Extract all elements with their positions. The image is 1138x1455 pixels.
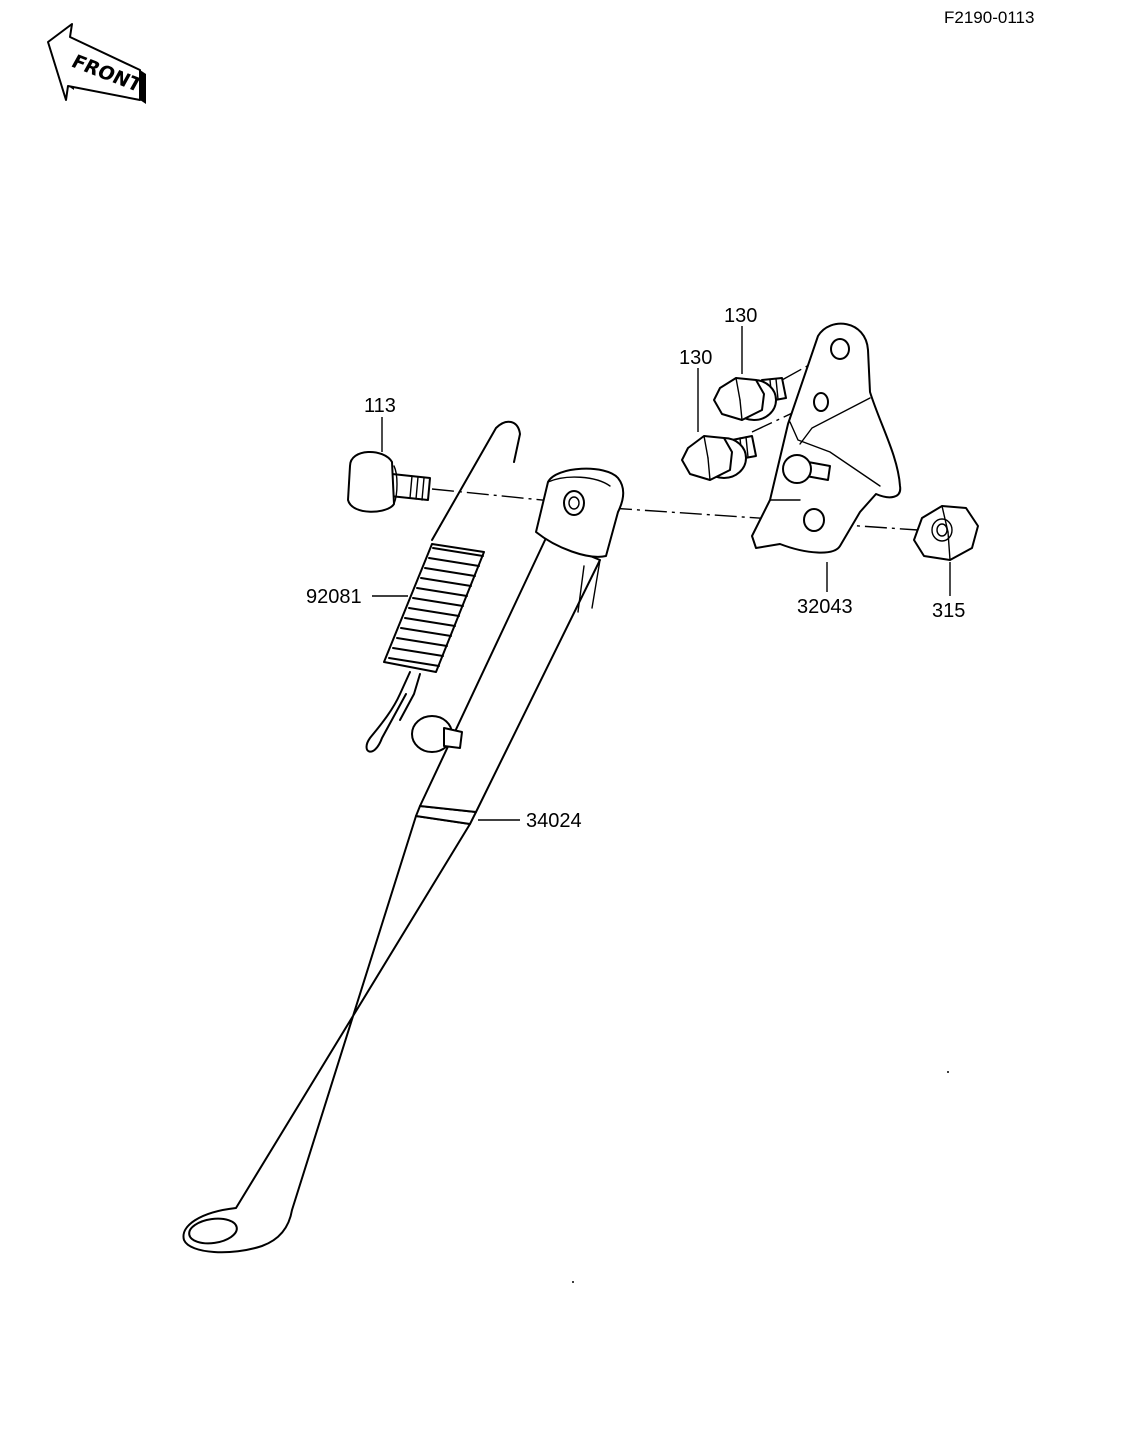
bolt-130-lower: [681, 435, 757, 481]
callout-bolt-113: 113: [364, 395, 396, 417]
callout-nut-315: 315: [932, 600, 965, 622]
spring-92081: [365, 420, 521, 753]
diagram-code: F2190-0113: [944, 8, 1034, 27]
bolt-113: [347, 450, 431, 513]
nut-315: [913, 505, 979, 561]
bracket-32043: [751, 322, 902, 554]
scan-speck: [572, 1281, 574, 1283]
leader-lines: [372, 326, 951, 821]
callout-bolt-130-lower: 130: [679, 347, 712, 369]
callout-bracket-32043: 32043: [797, 596, 853, 618]
callout-side-stand-34024: 34024: [526, 810, 582, 832]
callout-bolt-130-upper: 130: [724, 305, 757, 327]
scan-speck: [947, 1071, 949, 1073]
bolt-130-upper: [713, 377, 787, 421]
callout-spring-92081: 92081: [306, 586, 362, 608]
front-direction-arrow-icon: FRONT: [47, 23, 147, 104]
side-stand-34024: [182, 467, 625, 1254]
